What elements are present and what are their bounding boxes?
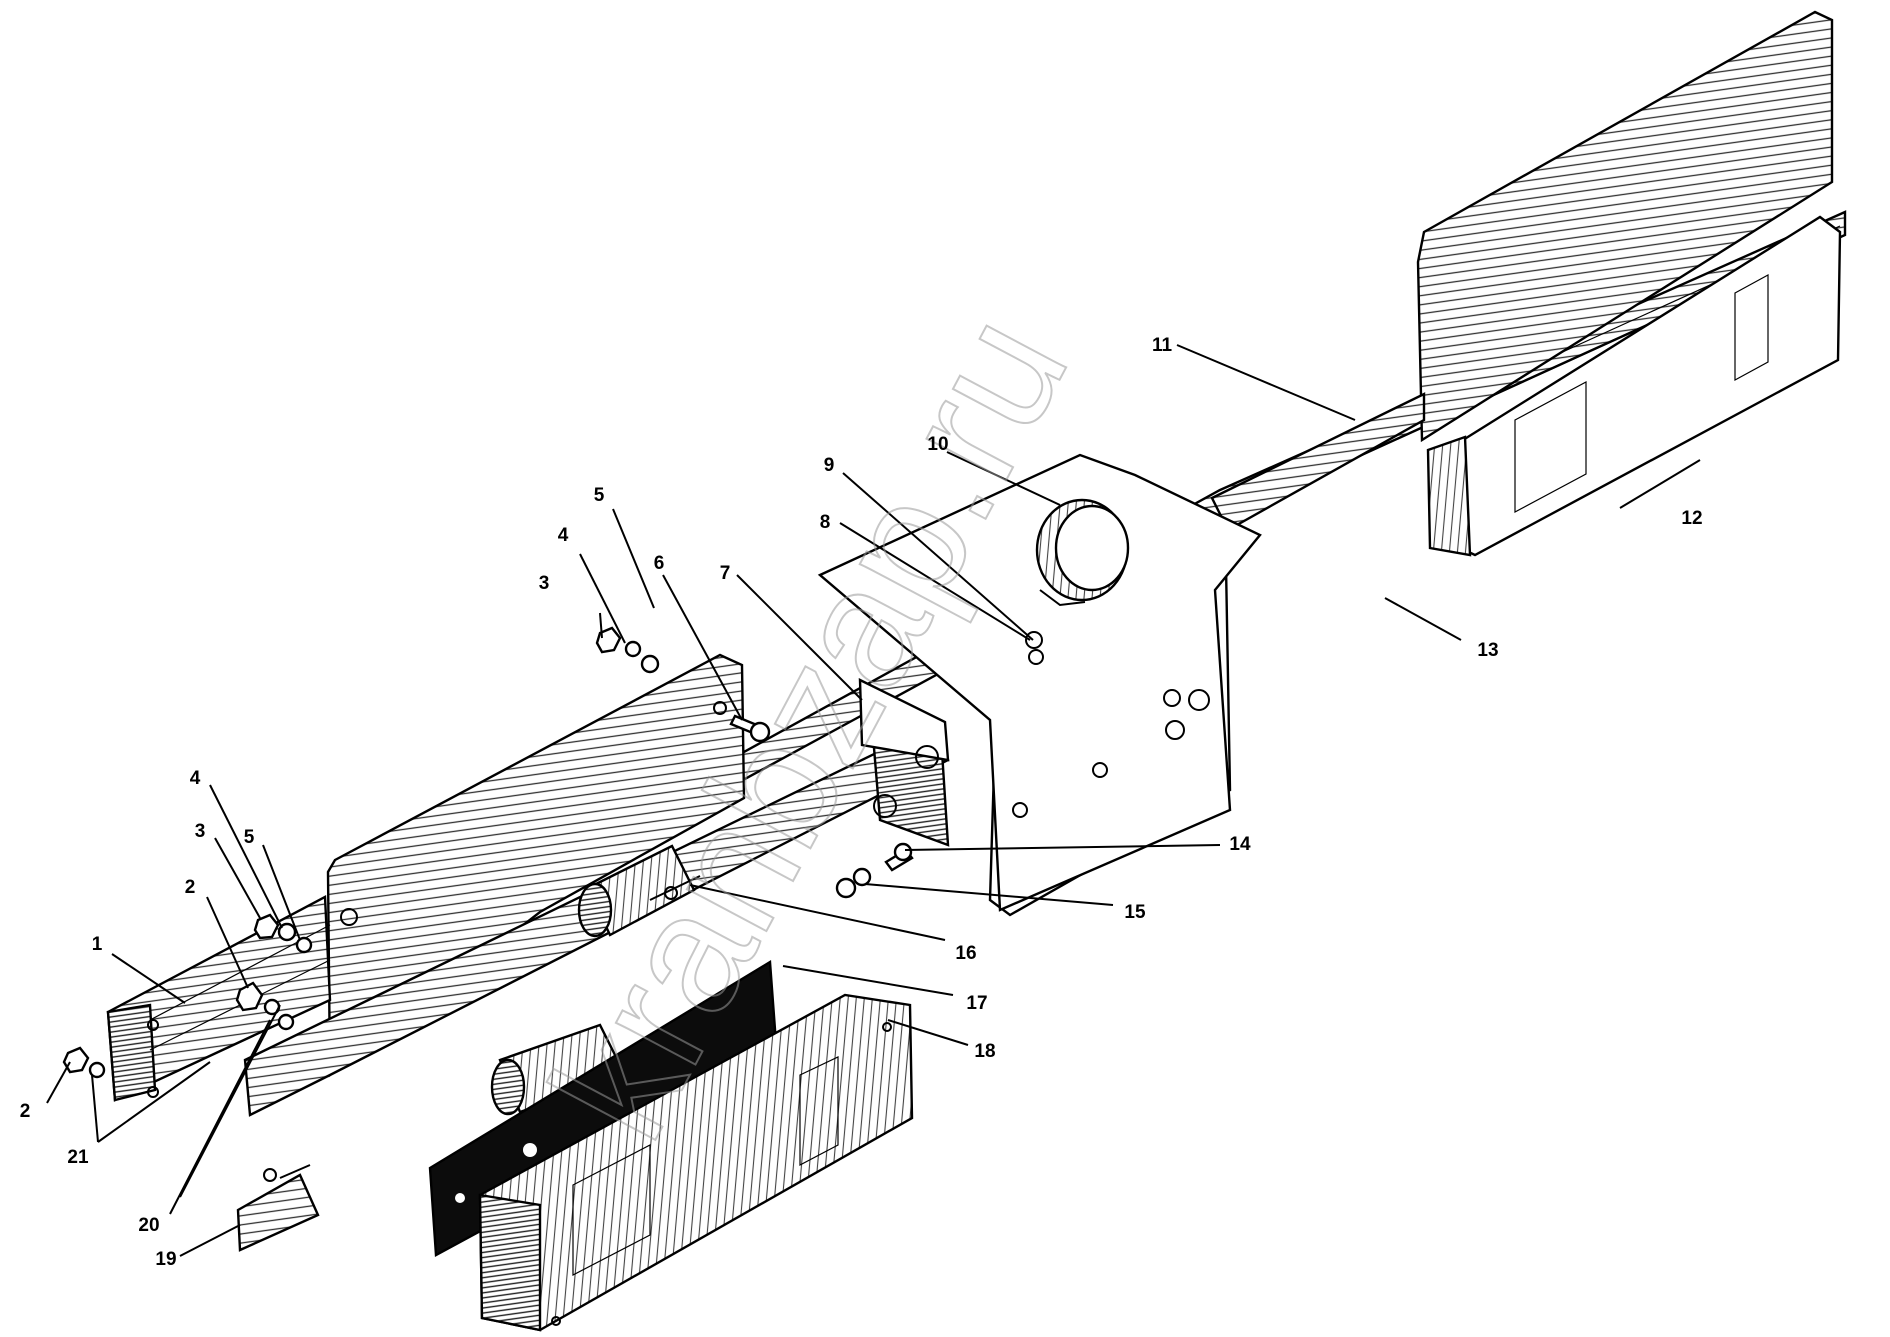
channel-1-end — [106, 1003, 157, 1102]
callout-4-channel: 4 — [190, 768, 201, 789]
callout-13: 13 — [1477, 640, 1498, 661]
plate-19 — [236, 1173, 320, 1252]
rail-11 — [1210, 392, 1426, 532]
callout-18: 18 — [974, 1041, 995, 1062]
lamp-10 — [1035, 498, 1130, 607]
plate-right-top — [1416, 10, 1834, 443]
callout-1: 1 — [92, 934, 103, 955]
plate-7-frame — [858, 678, 950, 762]
callout-6: 6 — [654, 553, 665, 574]
callout-4-top: 4 — [558, 525, 569, 546]
callout-3-top: 3 — [539, 573, 550, 594]
bracket-12-window-b — [1734, 273, 1769, 382]
bracket-12-window-a — [1514, 380, 1587, 514]
callout-3-channel: 3 — [195, 821, 206, 842]
callout-12: 12 — [1681, 508, 1702, 529]
housing-shroud — [817, 453, 1262, 912]
callout-19: 19 — [155, 1249, 176, 1270]
callout-5-top: 5 — [594, 485, 605, 506]
callout-21: 21 — [67, 1147, 89, 1168]
callout-15: 15 — [1124, 902, 1146, 923]
callout-17: 17 — [966, 993, 987, 1014]
leader-lines — [46, 344, 1701, 1257]
callout-9: 9 — [824, 455, 835, 476]
bracket-12-side — [1426, 435, 1472, 557]
callout-8: 8 — [820, 512, 831, 533]
tail-light-18 — [478, 993, 914, 1332]
roller-16 — [577, 844, 701, 938]
callout-labels: 1 2 2 3 3 4 4 5 5 6 7 8 9 10 11 12 13 14… — [20, 335, 1703, 1270]
hardware-group — [62, 626, 914, 1079]
callout-11: 11 — [1152, 335, 1173, 356]
assembly-drawing — [62, 10, 1847, 1332]
callout-7: 7 — [720, 563, 731, 584]
callout-10: 10 — [927, 434, 948, 455]
callout-20: 20 — [138, 1215, 159, 1236]
callout-5-channel: 5 — [244, 827, 255, 848]
callout-16: 16 — [955, 943, 976, 964]
callout-14: 14 — [1229, 834, 1251, 855]
callout-2-left: 2 — [20, 1101, 31, 1122]
callout-2-channel: 2 — [185, 877, 196, 898]
